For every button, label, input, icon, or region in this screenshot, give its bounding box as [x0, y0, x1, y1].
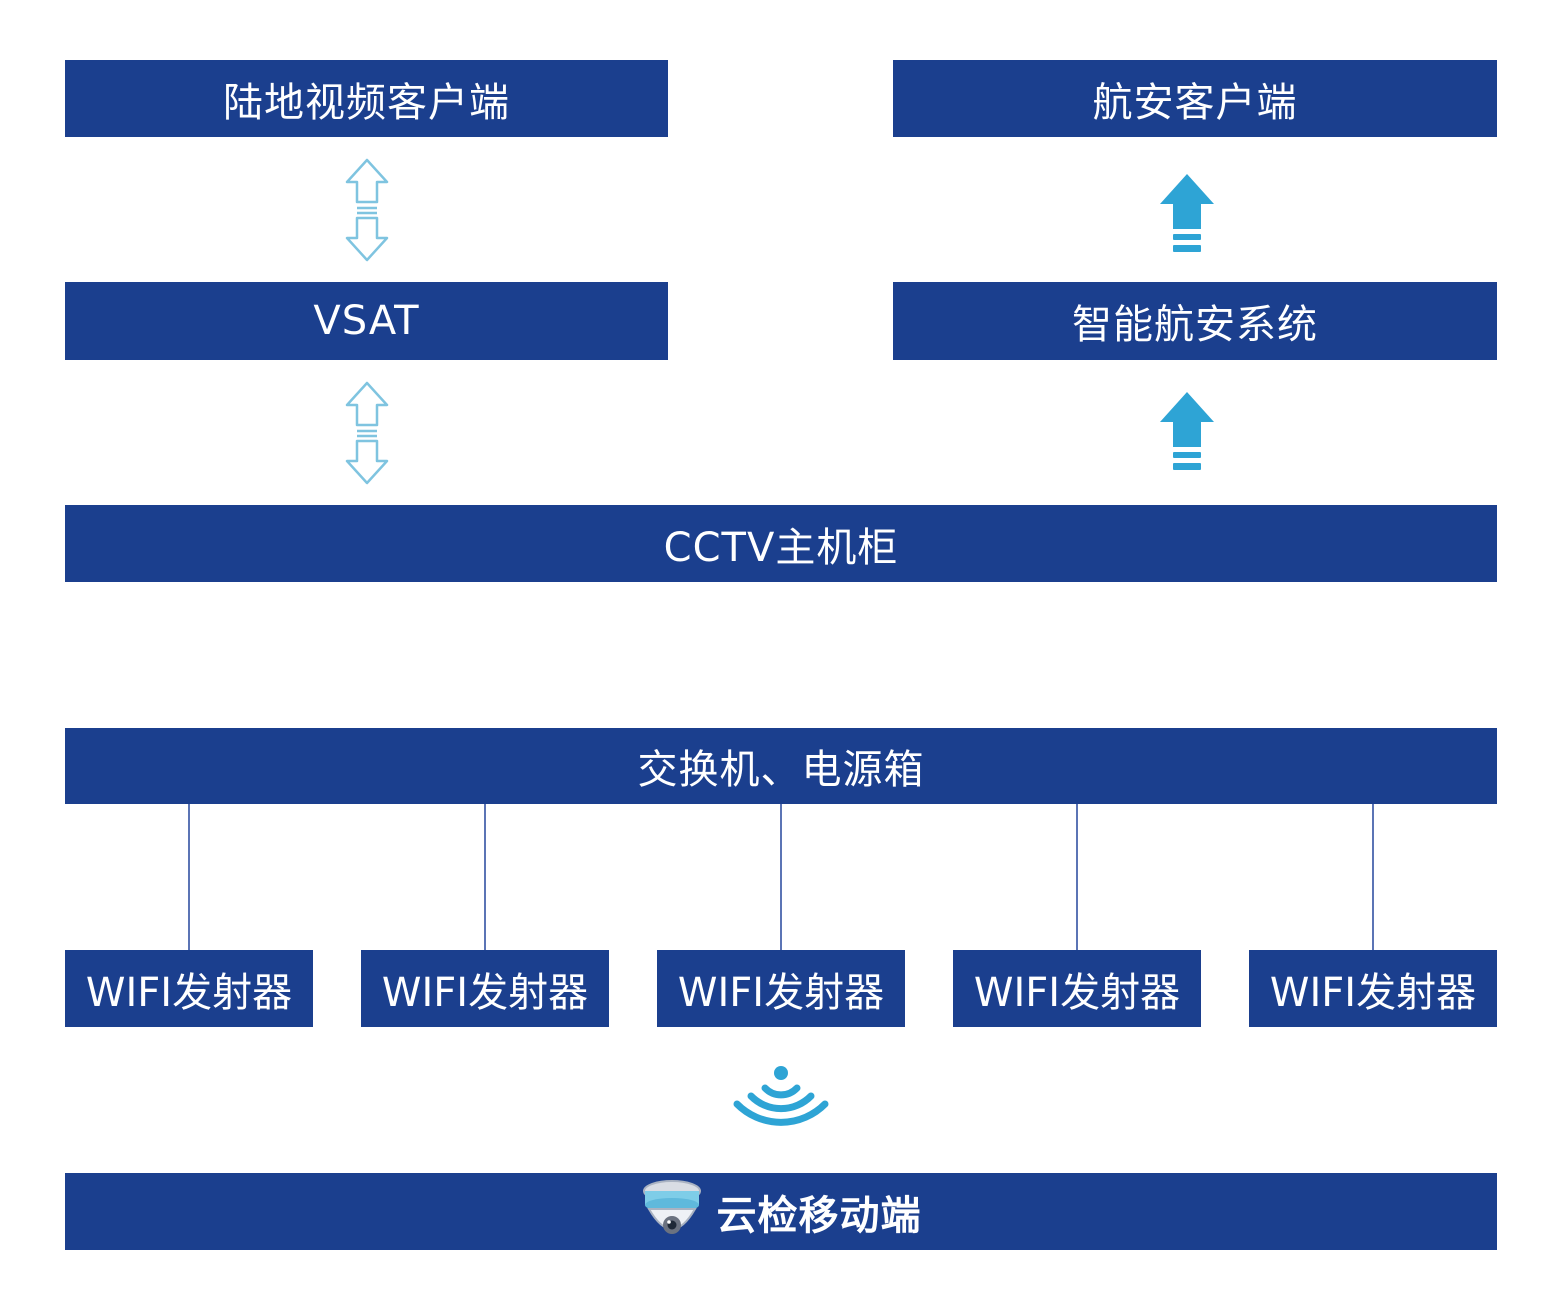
connector-line — [484, 804, 486, 950]
wifi-transmitter-box: WIFI发射器 — [361, 950, 609, 1027]
nav-safety-client-box: 航安客户端 — [893, 60, 1497, 137]
connector-line — [1076, 804, 1078, 950]
land-video-client-box: 陆地视频客户端 — [65, 60, 668, 137]
wifi-transmitter-label: WIFI发射器 — [677, 969, 885, 1016]
bidirectional-arrow-icon — [345, 158, 389, 262]
switch-power-box: 交换机、电源箱 — [65, 728, 1497, 804]
mobile-terminal-box: 云检移动端 — [65, 1173, 1497, 1250]
cctv-cabinet-label: CCTV主机柜 — [663, 524, 899, 571]
bidirectional-arrow-icon — [345, 381, 389, 485]
wifi-transmitter-box: WIFI发射器 — [1249, 950, 1497, 1027]
up-arrow-icon — [1160, 392, 1214, 470]
connector-line — [188, 804, 190, 950]
dome-camera-icon — [642, 1179, 701, 1234]
wifi-transmitter-label: WIFI发射器 — [1269, 969, 1477, 1016]
mobile-terminal-content: 云检移动端 — [641, 1179, 922, 1245]
land-video-client-label: 陆地视频客户端 — [223, 79, 510, 126]
wifi-transmitter-box: WIFI发射器 — [953, 950, 1201, 1027]
up-arrow-icon — [1160, 174, 1214, 252]
smart-nav-system-label: 智能航安系统 — [1072, 302, 1318, 348]
cctv-cabinet-box: CCTV主机柜 — [65, 505, 1497, 582]
wifi-transmitter-label: WIFI发射器 — [381, 969, 589, 1016]
vsat-label: VSAT — [313, 298, 420, 344]
wifi-transmitter-box: WIFI发射器 — [657, 950, 905, 1027]
switch-power-label: 交换机、电源箱 — [637, 747, 925, 793]
wifi-signal-icon — [733, 1066, 829, 1126]
wifi-transmitter-label: WIFI发射器 — [85, 969, 293, 1016]
connector-line — [1372, 804, 1374, 950]
vsat-box: VSAT — [65, 282, 668, 360]
connector-line — [780, 804, 782, 950]
mobile-terminal-label: 云检移动端 — [716, 1192, 922, 1239]
smart-nav-system-box: 智能航安系统 — [893, 282, 1497, 360]
nav-safety-client-label: 航安客户端 — [1092, 79, 1298, 126]
wifi-transmitter-box: WIFI发射器 — [65, 950, 313, 1027]
wifi-transmitter-label: WIFI发射器 — [973, 969, 1181, 1016]
